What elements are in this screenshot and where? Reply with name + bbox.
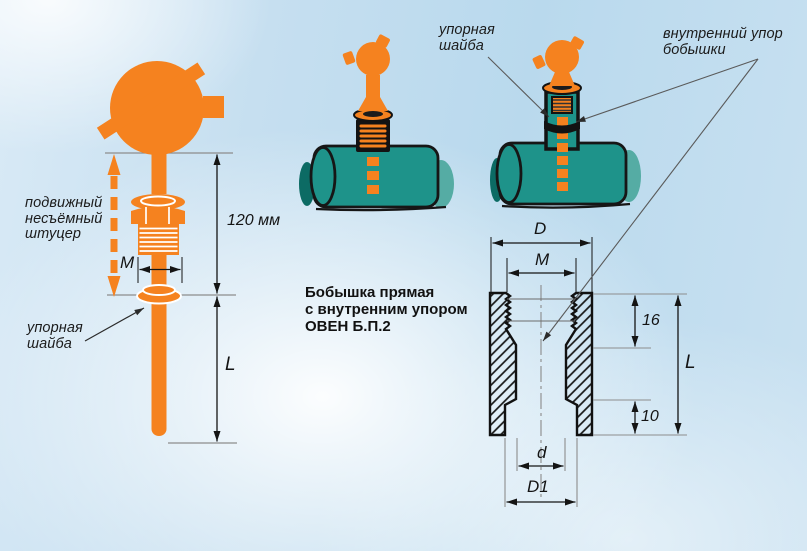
sensor-neck <box>151 150 167 194</box>
product-title: Бобышка прямая с внутренним упором ОВЕН … <box>305 284 468 335</box>
pipe-installation-internal-stop-illustration <box>490 36 641 209</box>
thread-dim-section: M <box>535 250 550 269</box>
sensor-head-handle <box>96 62 206 140</box>
travel-arrow <box>107 154 121 297</box>
internal-stop-leader-2 <box>542 58 759 342</box>
dimension-lines-section <box>492 239 682 506</box>
internal-stop-label: внутренний упор бобышки <box>663 26 783 58</box>
thrust-washer-label-top: упорная шайба <box>439 22 495 54</box>
pipe-ground-line <box>315 205 447 212</box>
outer-diameter-dim: D <box>534 219 547 238</box>
fitting-shaft <box>151 255 167 293</box>
pipe-ground-line <box>501 202 631 209</box>
thrust-washer-label-left: упорная шайба <box>27 320 83 352</box>
thread-inner-lines <box>507 298 575 322</box>
internal-stop-leader-1 <box>575 58 759 123</box>
fitting-thread-block <box>551 96 573 114</box>
dimension-lines-left <box>137 154 221 442</box>
washer-top-leader <box>487 56 550 118</box>
probe-dashes <box>557 117 568 191</box>
pipe-end-cap <box>309 146 337 207</box>
fitting-flange-hole <box>363 111 383 117</box>
length-dim-left: L <box>225 354 236 375</box>
thrust-washer <box>136 284 182 305</box>
extension-lines-right <box>504 293 687 507</box>
inner-diameter-dim: d <box>537 443 547 462</box>
pipe-installation-threaded-illustration <box>299 34 454 212</box>
washer-leader-line <box>84 307 145 342</box>
extension-lines-top <box>490 237 593 292</box>
length-dim-section: L <box>685 352 696 373</box>
thread-block-lines <box>553 99 571 112</box>
sensor-side-view-illustration <box>84 61 237 444</box>
thread-coils <box>359 124 387 148</box>
spigot-height-dim: 10 <box>641 408 659 425</box>
internal-stop-band <box>544 121 580 134</box>
leader-lines <box>487 56 759 342</box>
boss-cross-section-drawing <box>488 237 687 507</box>
section-walls <box>488 291 594 437</box>
thread-dim-left: M <box>120 253 135 272</box>
sensor-on-pipe-2 <box>532 36 584 86</box>
sensor-head-cable-entry <box>203 96 224 118</box>
spigot-diameter-dim: D1 <box>527 477 549 496</box>
sensor-on-pipe-1 <box>342 34 390 111</box>
fitting-details <box>139 195 178 252</box>
pipe-end-cap <box>495 143 523 204</box>
stop-depth-dim: 16 <box>642 312 660 329</box>
sensor-probe <box>151 299 167 437</box>
probe-dashes <box>367 157 379 194</box>
fitting-hex-nut <box>131 206 185 224</box>
immersion-length-dim: 120 мм <box>227 212 281 229</box>
movable-fitting-label: подвижный несъёмный штуцер <box>25 195 103 242</box>
